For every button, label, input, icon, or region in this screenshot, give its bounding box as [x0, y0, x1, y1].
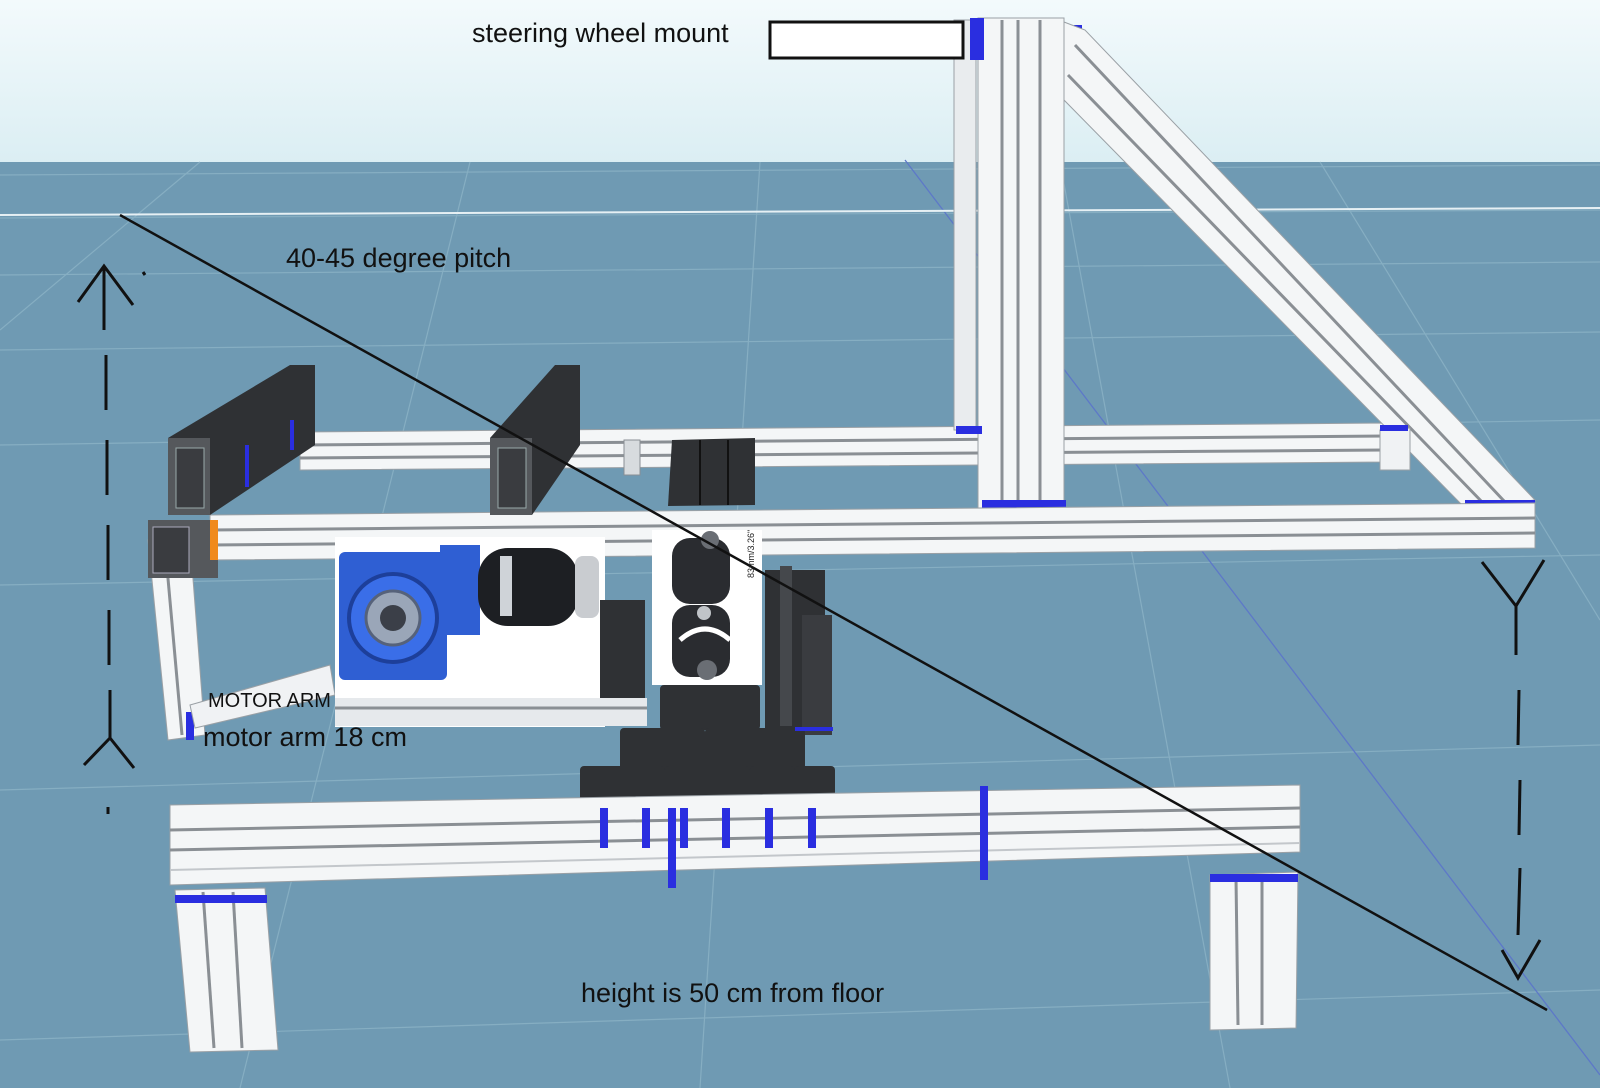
- pitch-label: 40-45 degree pitch: [286, 243, 512, 273]
- dark-profile-center: [623, 438, 755, 506]
- universal-joint-photo: [652, 530, 762, 685]
- dark-profile-middle: [490, 365, 580, 515]
- down-arrow-icon: [1500, 939, 1542, 982]
- horizon-line: [0, 207, 1600, 216]
- motor-arm-label: motor arm 18 cm: [203, 722, 408, 752]
- left-height-dimension: [76, 263, 147, 814]
- leg-left: [174, 887, 279, 1053]
- leg-right: [1209, 871, 1299, 1031]
- right-height-dimension: [1480, 559, 1546, 982]
- motor-arm-small-label: MOTOR ARM: [208, 690, 331, 712]
- height-label: height is 50 cm from floor: [581, 978, 885, 1008]
- steering-wheel-mount-label: steering wheel mount: [472, 18, 729, 48]
- joint-dimension-label: 83mm/3.26": [746, 529, 756, 578]
- motor-arm-frame: [147, 520, 336, 741]
- steering-wheel-mount-box: [768, 20, 965, 60]
- dark-profile-left: [168, 365, 315, 515]
- gear-motor-photo: [335, 537, 647, 727]
- lower-front-beam: [169, 784, 1301, 888]
- pitch-line: [119, 213, 1548, 1012]
- up-arrow-icon: [76, 263, 135, 306]
